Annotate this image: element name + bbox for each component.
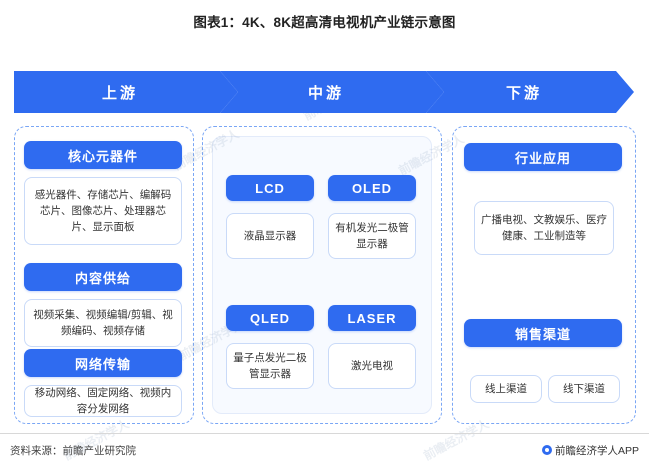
downstream-column (452, 126, 636, 424)
source-text: 资料来源：前瞻产业研究院 (10, 445, 136, 457)
banner-downstream: 下游 (426, 71, 634, 113)
brand-mark: 前瞻经济学人APP (541, 443, 639, 458)
upstream-content-body: 视频采集、视频编辑/剪辑、视频编码、视频存储 (24, 299, 182, 347)
stage-banner: 上游 中游 下游 (14, 71, 634, 113)
footer: 资料来源：前瞻产业研究院 前瞻经济学人APP (0, 433, 649, 466)
banner-upstream-label: 上游 (101, 84, 138, 102)
upstream-core-body: 感光器件、存储芯片、编解码芯片、图像芯片、处理器芯片、显示面板 (24, 177, 182, 245)
banner-midstream-label: 中游 (307, 84, 344, 102)
banner-downstream-label: 下游 (505, 84, 542, 102)
upstream-core-header: 核心元器件 (24, 141, 182, 169)
midstream-qled-body: 量子点发光二极管显示器 (226, 343, 314, 389)
downstream-application-body: 广播电视、文教娱乐、医疗健康、工业制造等 (474, 201, 614, 255)
midstream-oled-body: 有机发光二极管显示器 (328, 213, 416, 259)
banner-midstream: 中游 (220, 71, 444, 113)
page-title: 图表1：4K、8K超高清电视机产业链示意图 (193, 15, 456, 30)
diagram-canvas: 前瞻经济学人 上游 中游 下游 前瞻经济学人 前瞻经济学人 前瞻经济学人 核心元… (0, 31, 649, 463)
midstream-lcd-header: LCD (226, 175, 314, 201)
downstream-sales-header: 销售渠道 (464, 319, 622, 347)
midstream-qled-header: QLED (226, 305, 314, 331)
downstream-application-header: 行业应用 (464, 143, 622, 171)
midstream-laser-header: LASER (328, 305, 416, 331)
midstream-lcd-body: 液晶显示器 (226, 213, 314, 259)
upstream-network-body: 移动网络、固定网络、视频内容分发网络 (24, 385, 182, 417)
brand-logo-icon (541, 445, 552, 455)
downstream-offline-channel: 线下渠道 (548, 375, 620, 403)
midstream-oled-header: OLED (328, 175, 416, 201)
midstream-laser-body: 激光电视 (328, 343, 416, 389)
banner-upstream: 上游 (14, 71, 238, 113)
downstream-online-channel: 线上渠道 (470, 375, 542, 403)
brand-label: 前瞻经济学人APP (554, 445, 639, 457)
upstream-content-header: 内容供给 (24, 263, 182, 291)
upstream-network-header: 网络传输 (24, 349, 182, 377)
